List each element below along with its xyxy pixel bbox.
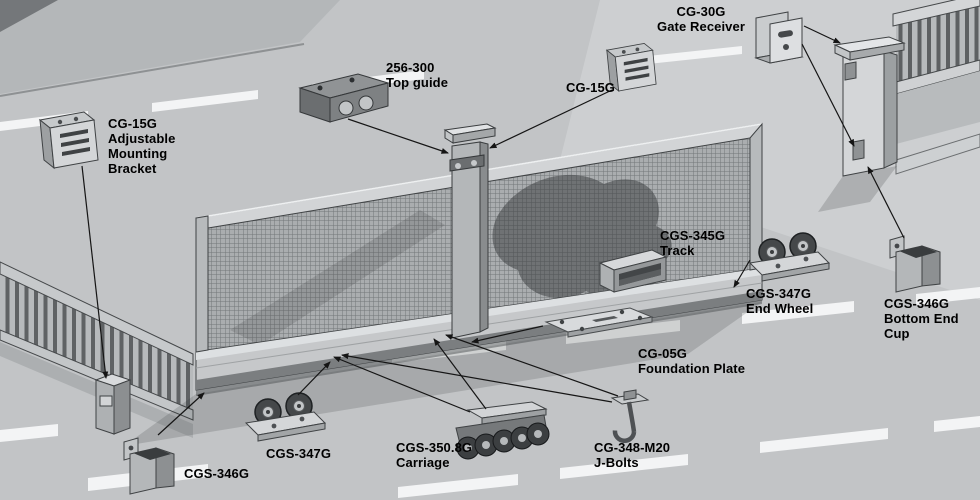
label-bottom-end-cup: CGS-346G Bottom End Cup	[884, 296, 970, 341]
mounting-bracket-icon	[39, 111, 99, 169]
part-name: Top guide	[386, 75, 449, 91]
gate-ground-shadow	[124, 302, 762, 446]
part-code: CG-30G	[676, 4, 726, 19]
gate-receiver-icon	[754, 11, 804, 64]
part-name: Track	[660, 243, 695, 259]
part-code: CGS-345G	[660, 228, 726, 243]
track-icon	[598, 249, 668, 293]
part-code: CGS-347G	[266, 446, 332, 461]
label-carriage: CGS-350.8G Carriage	[396, 440, 496, 470]
top-guide-icon	[298, 73, 390, 123]
foundation-plate-icon	[544, 307, 654, 338]
part-name: End Wheel	[746, 301, 814, 317]
label-adjustable-bracket: CG-15G Adjustable Mounting Bracket	[108, 116, 190, 176]
part-name: J-Bolts	[594, 455, 639, 471]
label-end-wheel: CGS-347G End Wheel	[746, 286, 838, 316]
part-name: Carriage	[396, 455, 450, 471]
guide-post	[443, 123, 497, 339]
part-code: CGS-346G	[884, 296, 950, 311]
right-fence	[892, 0, 980, 175]
receiver-post	[94, 373, 132, 435]
part-code: CG-348-M20	[594, 440, 671, 455]
part-code: CGS-350.8G	[396, 440, 473, 455]
j-bolt-icon	[610, 389, 650, 443]
part-code: CG-05G	[638, 346, 688, 361]
part-code: CG-15G	[566, 80, 616, 95]
part-code: CGS-346G	[184, 466, 250, 481]
label-cg15g-bracket: CG-15G	[566, 80, 636, 95]
label-j-bolts: CG-348-M20 J-Bolts	[594, 440, 704, 470]
label-end-cup-2: CGS-346G	[184, 466, 274, 481]
part-code: CG-15G	[108, 116, 158, 131]
label-end-wheel-2: CGS-347G	[266, 446, 356, 461]
label-top-guide: 256-300 Top guide	[386, 60, 476, 90]
part-name: Bottom End Cup	[884, 311, 959, 342]
part-name: Adjustable Mounting Bracket	[108, 131, 176, 177]
part-name: Foundation Plate	[638, 361, 746, 377]
label-gate-receiver: CG-30G Gate Receiver	[645, 4, 757, 34]
part-code: CGS-347G	[746, 286, 812, 301]
callout-arrows	[81, 25, 905, 436]
carriage-icon	[455, 401, 550, 460]
label-foundation-plate: CG-05G Foundation Plate	[638, 346, 768, 376]
part-name: Gate Receiver	[656, 19, 746, 35]
label-track: CGS-345G Track	[660, 228, 750, 258]
part-code: 256-300	[386, 60, 435, 75]
